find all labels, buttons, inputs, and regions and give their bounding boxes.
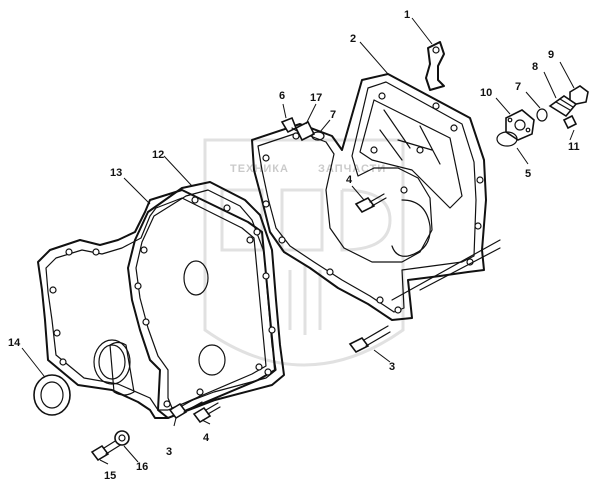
callout-3-lower: 3 bbox=[166, 446, 172, 458]
callout-11: 11 bbox=[568, 141, 580, 153]
part-2-gear-housing bbox=[251, 73, 501, 321]
callout-7-right: 7 bbox=[515, 81, 521, 93]
callout-8: 8 bbox=[532, 61, 538, 73]
part-5-o-ring bbox=[496, 131, 518, 147]
part-7-seal-left bbox=[311, 131, 325, 141]
callout-labels: 1 2 3 3 4 4 5 6 7 7 8 9 10 11 12 13 14 1… bbox=[8, 9, 580, 482]
callout-9: 9 bbox=[548, 49, 554, 61]
callout-15: 15 bbox=[104, 470, 116, 482]
callout-4-upper: 4 bbox=[346, 174, 353, 186]
part-7-seal-right bbox=[536, 108, 548, 122]
callout-5: 5 bbox=[525, 168, 531, 180]
part-9-nut bbox=[569, 85, 589, 105]
callout-17: 17 bbox=[310, 92, 322, 104]
callout-16: 16 bbox=[136, 461, 148, 473]
part-11-plug bbox=[562, 114, 578, 130]
callout-3-right: 3 bbox=[389, 361, 395, 373]
watermark-text-right: ЗАПЧАСТИ bbox=[318, 163, 386, 175]
part-3-bolt-lower bbox=[168, 395, 203, 420]
callout-6: 6 bbox=[279, 90, 285, 102]
part-1-bracket bbox=[425, 41, 445, 91]
callout-14: 14 bbox=[8, 337, 21, 349]
callout-7-left: 7 bbox=[330, 109, 336, 121]
part-14-oil-seal bbox=[33, 374, 71, 416]
watermark-text-left: ТЕХНИКА bbox=[230, 163, 289, 175]
callout-2: 2 bbox=[350, 33, 356, 45]
part-10-flange bbox=[505, 109, 535, 141]
part-13-gasket bbox=[37, 189, 276, 419]
part-12-front-cover bbox=[93, 181, 285, 419]
part-16-fitting bbox=[114, 430, 130, 446]
callout-10: 10 bbox=[480, 87, 492, 99]
leader-lines bbox=[21, 17, 575, 465]
callout-12: 12 bbox=[152, 149, 164, 161]
callout-4-lower: 4 bbox=[203, 432, 210, 444]
part-17-fitting bbox=[294, 120, 316, 142]
part-3-bolt-right bbox=[348, 325, 391, 354]
part-4-bolt-lower bbox=[192, 402, 221, 424]
callout-1: 1 bbox=[404, 9, 410, 21]
watermark-shield: ТЕХНИКА ЗАПЧАСТИ bbox=[203, 138, 405, 367]
callout-13: 13 bbox=[110, 167, 122, 179]
part-4-bolt-upper bbox=[354, 193, 387, 214]
